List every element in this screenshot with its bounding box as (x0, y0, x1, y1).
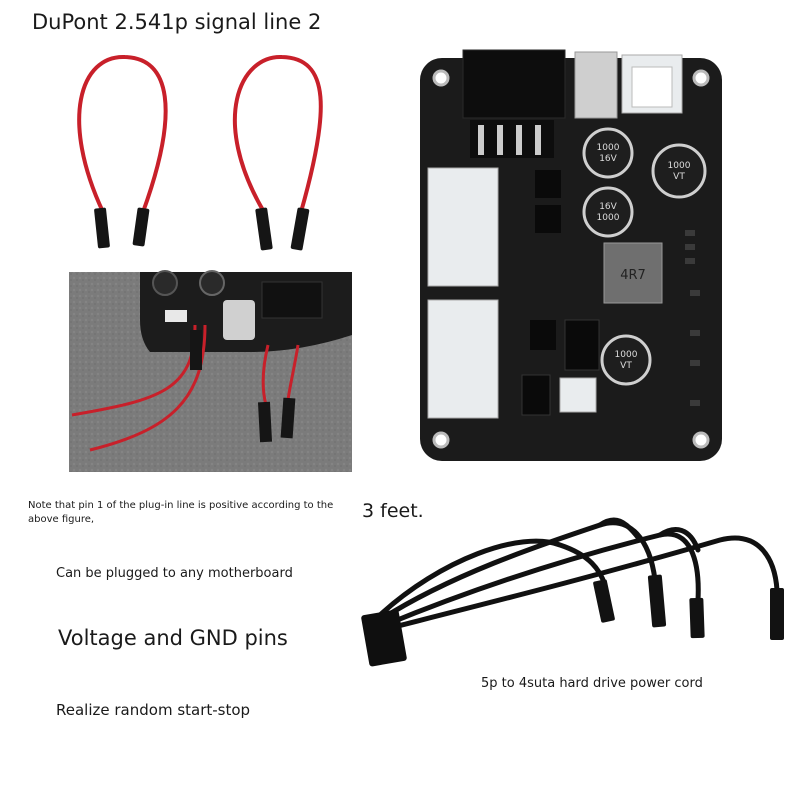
svg-text:VT: VT (673, 172, 685, 182)
dupont-wire-right (232, 54, 323, 251)
svg-text:1000: 1000 (597, 143, 620, 153)
cable-length-label: 3 feet. (362, 500, 424, 522)
capacitor-4: 1000 VT (600, 334, 652, 386)
power-cord-label: 5p to 4suta hard drive power cord (481, 676, 703, 691)
svg-text:16V: 16V (599, 202, 617, 212)
pin-note: Note that pin 1 of the plug-in line is p… (28, 500, 334, 525)
capacitor-2: 16V 1000 (582, 186, 634, 238)
pcb-board: 1000 16V 16V 1000 1000 VT 1000 VT 4R7 (420, 49, 722, 461)
product-title: DuPont 2.541p signal line 2 (32, 10, 322, 34)
svg-text:4R7: 4R7 (620, 268, 646, 283)
installed-photo (69, 270, 352, 472)
start-stop-label: Realize random start-stop (56, 701, 251, 719)
svg-text:VT: VT (620, 361, 632, 371)
inductor: 4R7 (603, 242, 663, 304)
dupont-wire-left (77, 54, 168, 249)
motherboard-compat-label: Can be plugged to any motherboard (56, 566, 293, 581)
capacitor-1: 1000 16V (582, 127, 634, 179)
svg-text:16V: 16V (599, 154, 617, 164)
svg-text:1000: 1000 (668, 161, 691, 171)
voltage-gnd-label: Voltage and GND pins (58, 626, 288, 650)
cable-plug (361, 609, 407, 667)
svg-text:1000: 1000 (597, 213, 620, 223)
svg-text:1000: 1000 (615, 350, 638, 360)
capacitor-3: 1000 VT (651, 143, 707, 199)
sata-heads (593, 574, 784, 640)
sata-power-cable (377, 517, 780, 631)
